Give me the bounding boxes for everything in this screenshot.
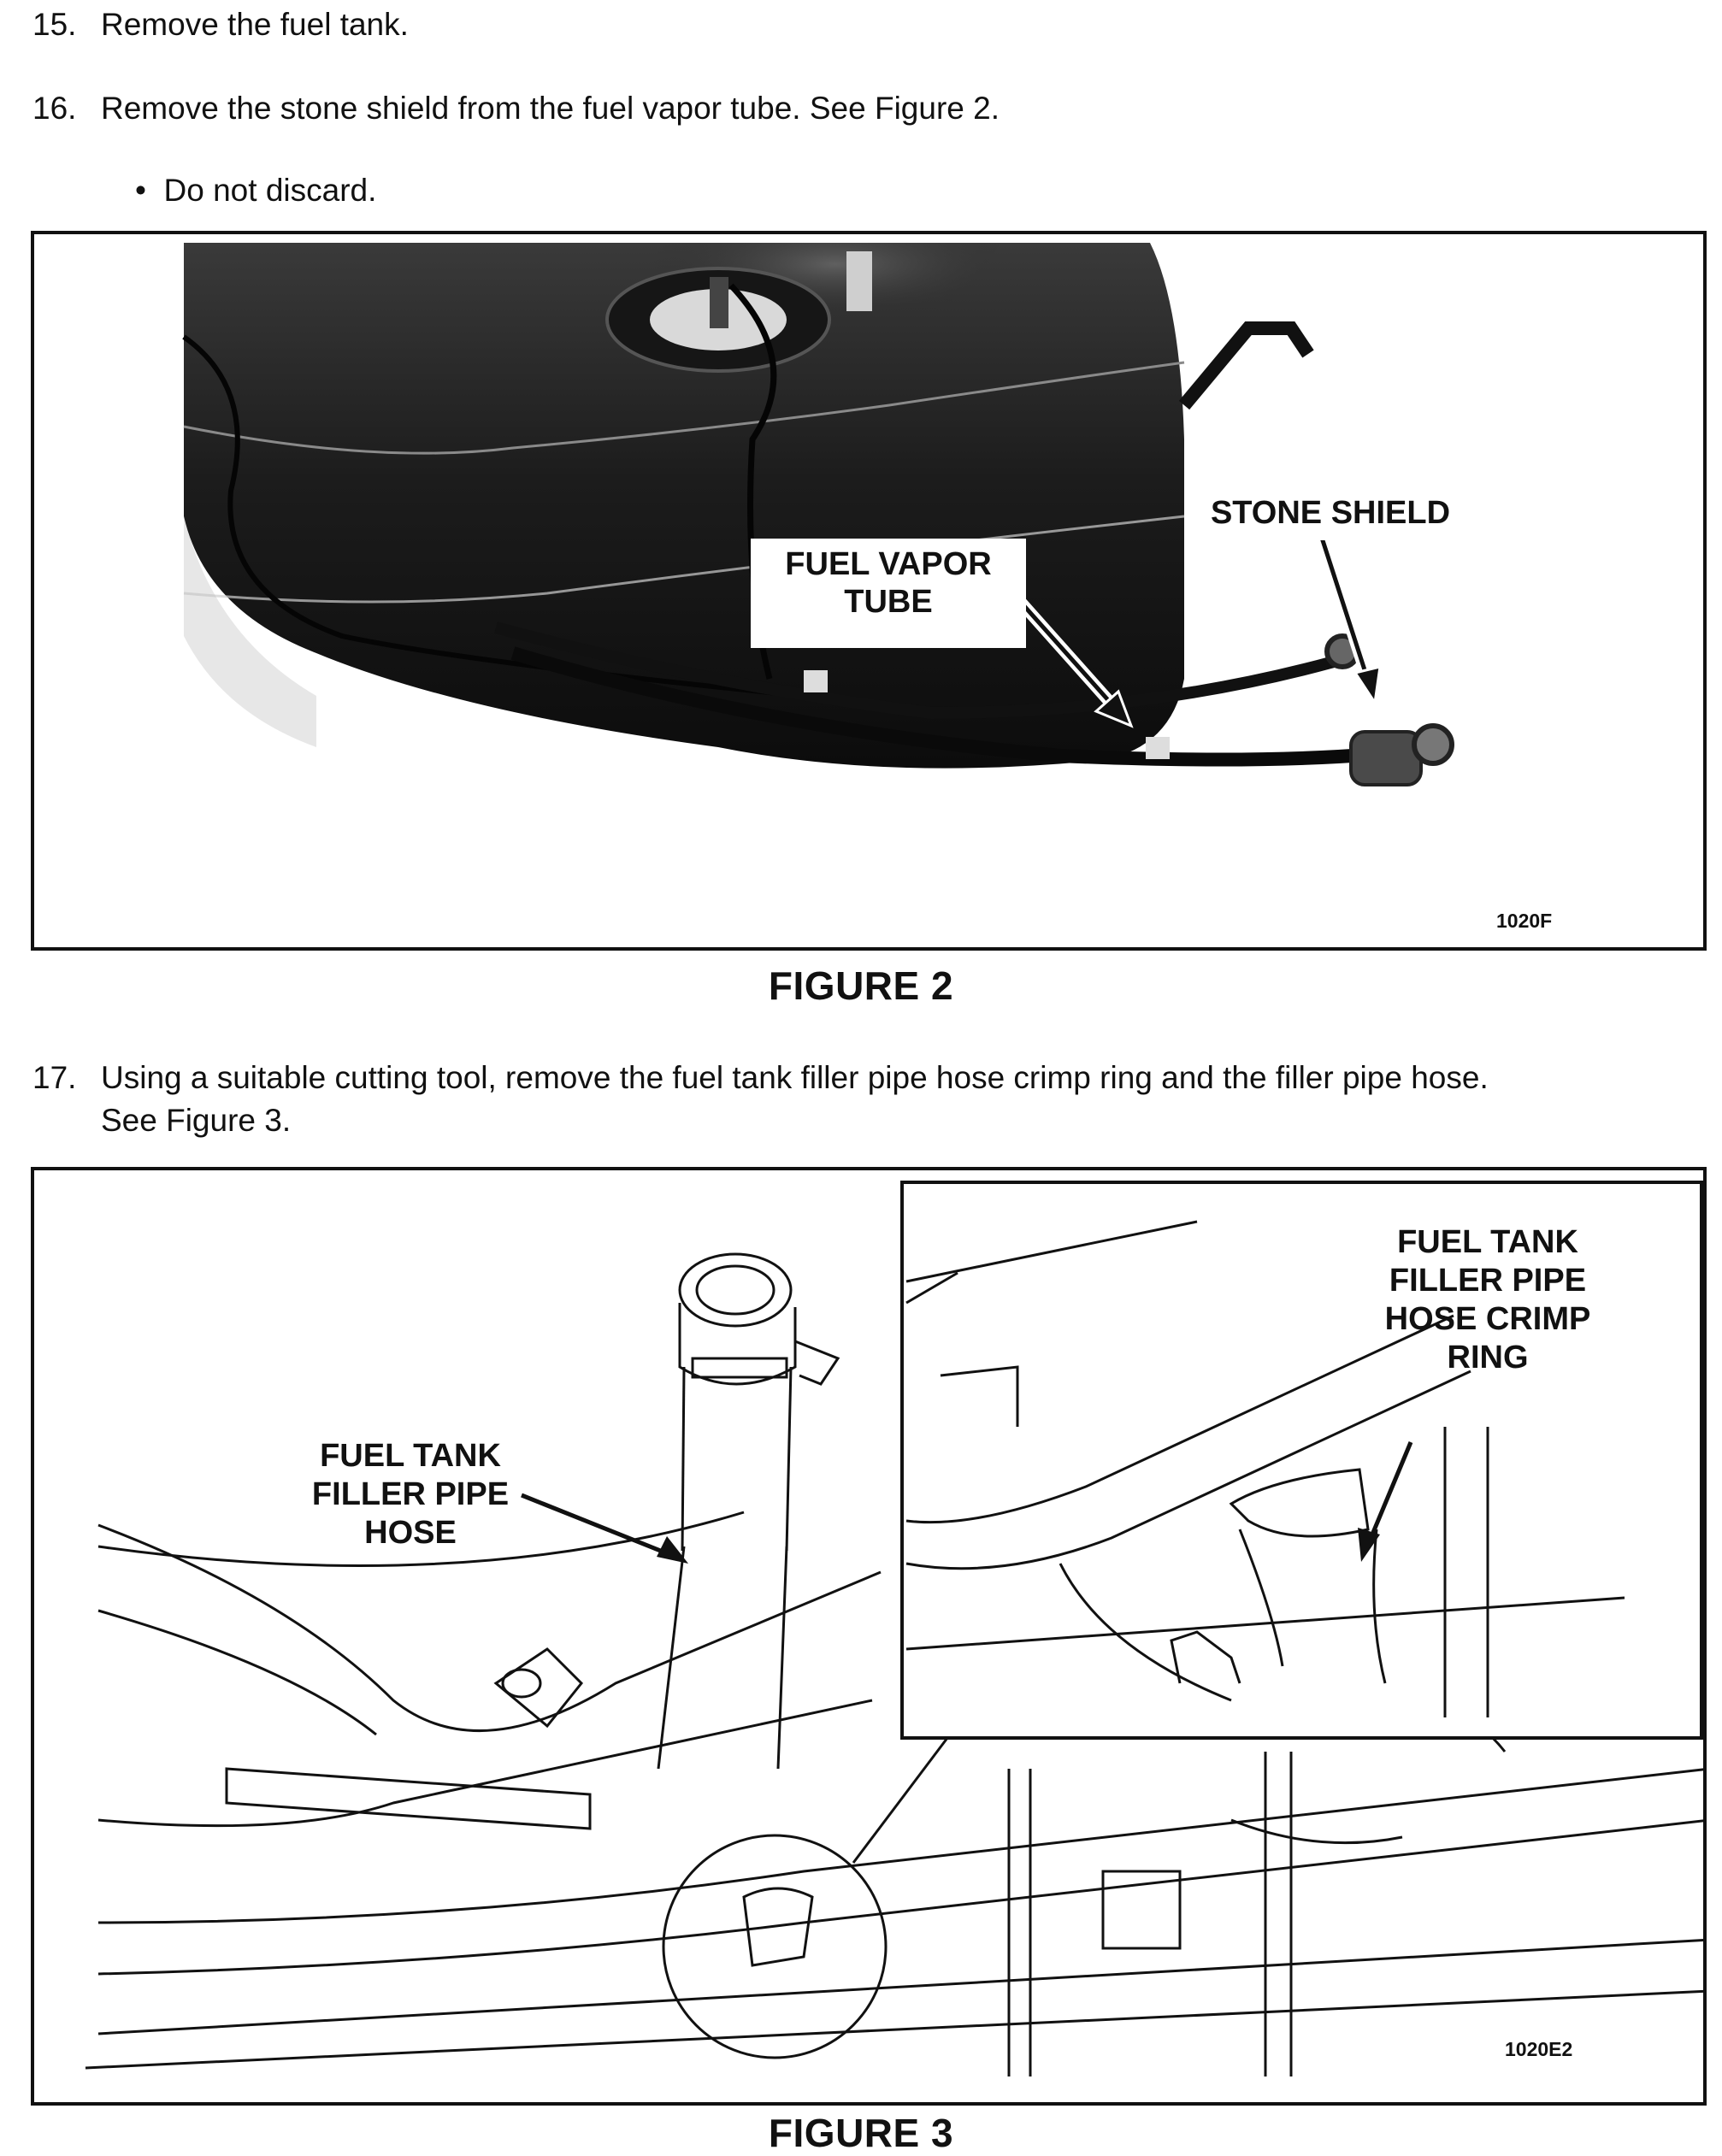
callout-stone-shield: STONE SHIELD bbox=[1184, 486, 1477, 540]
step-number: 17. bbox=[32, 1060, 77, 1095]
bullet-text: Do not discard. bbox=[163, 173, 377, 208]
figure-3-frame: FUEL TANK FILLER PIPE HOSE FUEL TANK FIL… bbox=[31, 1167, 1707, 2106]
figure-2-caption: FIGURE 2 bbox=[768, 963, 954, 1008]
filler-pipe-illustration bbox=[85, 1181, 1703, 2076]
label-crimp-ring: FUEL TANK FILLER PIPE HOSE CRIMP RING bbox=[1384, 1224, 1591, 1375]
step-number: 15. bbox=[32, 7, 77, 42]
figure-code: 1020F bbox=[1496, 910, 1553, 932]
figure-3-caption: FIGURE 3 bbox=[768, 2111, 954, 2155]
label-filler-pipe-hose: FUEL TANK FILLER PIPE HOSE bbox=[311, 1438, 510, 1551]
step-text: Remove the stone shield from the fuel va… bbox=[101, 91, 1000, 126]
step-16: 16. Remove the stone shield from the fuel… bbox=[32, 87, 1000, 130]
step-text: Remove the fuel tank. bbox=[101, 7, 409, 42]
step-text: Using a suitable cutting tool, remove th… bbox=[101, 1060, 1489, 1095]
step-15: 15. Remove the fuel tank. bbox=[32, 3, 409, 46]
step-17: 17. Using a suitable cutting tool, remove… bbox=[32, 1057, 1489, 1142]
step-number: 16. bbox=[32, 91, 77, 126]
figure-code: 1020E2 bbox=[1505, 2038, 1573, 2060]
bullet-symbol: • bbox=[135, 173, 146, 208]
figure-2-frame: FUEL VAPOR TUBE STONE SHIELD 1020F bbox=[31, 231, 1707, 951]
step-text-continued: See Figure 3. bbox=[101, 1103, 292, 1138]
bullet-item: • Do not discard. bbox=[135, 169, 376, 212]
callout-fuel-vapor-tube: FUEL VAPOR TUBE bbox=[751, 539, 1026, 648]
